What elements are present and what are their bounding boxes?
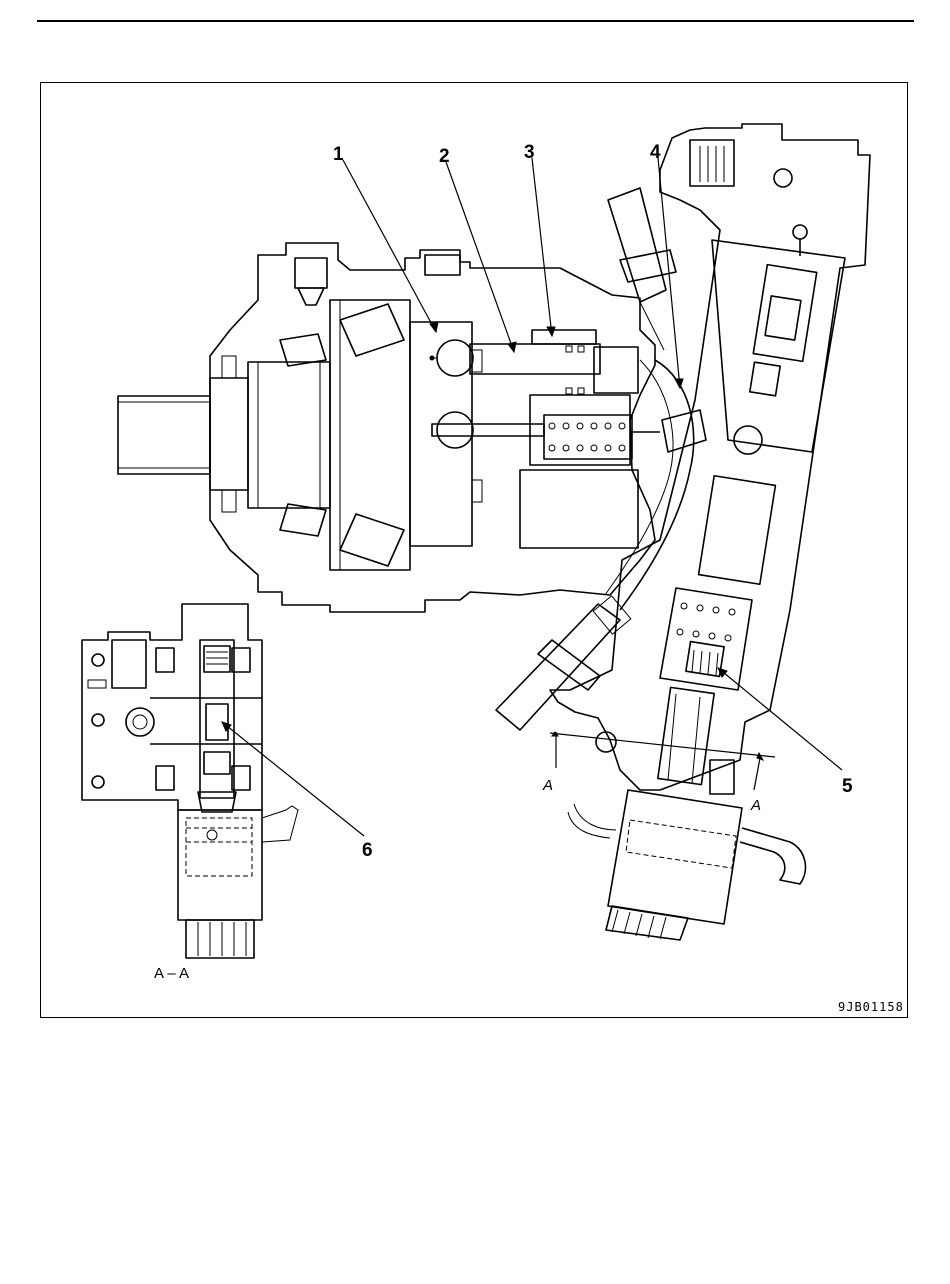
callout-1: 1 [333,144,344,165]
regulator-top-spring-cap [690,140,734,186]
section-plug [112,640,146,688]
section-body [82,604,262,810]
callout-5: 5 [842,776,853,797]
cylinder-block-front [248,362,330,508]
main-pump-assembly [118,188,706,730]
servo-housing-lower [520,470,638,548]
solenoid-side-plug [710,760,734,794]
callout-3: 3 [524,142,535,163]
solenoid-coil [568,790,805,940]
valve-plate [410,322,472,546]
angled-pin-upper [608,188,676,350]
regulator-middle-spool [699,476,776,584]
section-port [126,708,154,736]
callout-4: 4 [650,142,661,163]
top-port-plug-right [425,255,460,275]
rear-bearing-upper [340,304,404,356]
regulator-top-pin [774,169,792,187]
regulator-top-knob [793,225,807,239]
regulator-assembly [550,124,870,940]
cylinder-block [330,300,410,570]
angled-pin-lower [496,596,631,730]
regulator-body [550,124,870,790]
section-solenoid [178,810,262,920]
piston-lower-with-spring [432,395,660,465]
solenoid-stem [658,687,714,784]
regulator-pivot [734,426,762,454]
regulator-upper-spool-block [712,240,845,452]
callout-6: 6 [362,840,373,861]
figure-code: 9JB01158 [838,1000,904,1014]
shaft-seal-housing [210,378,248,490]
section-letter-right: A [750,797,761,814]
callout-2: 2 [439,146,450,167]
callout-leaders [222,158,842,836]
section-caption: A – A [154,965,189,982]
section-letter-left: A [542,777,553,794]
section-connector [186,920,254,958]
piston-upper [430,330,638,394]
top-port-plug-left [295,258,327,288]
section-a-a-view [82,604,298,958]
rear-bearing-lower [340,514,404,566]
drive-shaft [118,396,210,474]
swash-plate-arc [620,360,694,610]
